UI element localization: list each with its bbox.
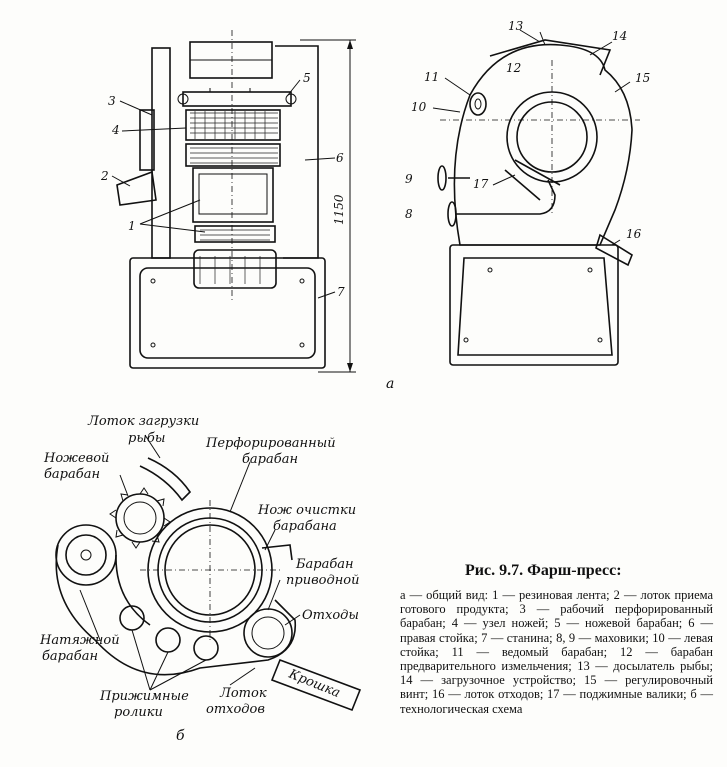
drive-drum-line2: приводной: [286, 573, 359, 588]
perforated-drum-line1: Перфорированный: [205, 436, 336, 451]
callout-15: 15: [635, 71, 650, 85]
drum-knife-line1: Нож очистки: [257, 503, 356, 518]
perforated-drum-line2: барабан: [242, 452, 298, 467]
waste-tray-line1: Лоток: [219, 686, 267, 701]
process-scheme: [55, 434, 362, 712]
drum-knife-line2: барабана: [273, 519, 337, 534]
callout-17: 17: [473, 177, 489, 191]
knife-drum-line2: барабан: [44, 467, 100, 482]
tension-drum-line1: Натяжной: [39, 633, 120, 648]
callout-7: 7: [337, 285, 345, 299]
press-rollers-line1: Прижимные: [99, 689, 189, 704]
dimension-1150: 1150: [332, 194, 346, 225]
callout-16: 16: [626, 227, 642, 241]
label-waste-tray: Лоток отходов: [206, 686, 271, 717]
scheme-labels: Лоток загрузки рыбы Перфорированный бара…: [39, 414, 360, 744]
callout-10: 10: [411, 100, 427, 114]
knife-drum-line1: Ножевой: [43, 451, 109, 466]
waste-tray-line2: отходов: [206, 702, 265, 717]
front-view: [111, 30, 356, 373]
callout-2: 2: [100, 169, 109, 183]
label-knife-drum: Ножевой барабан: [43, 451, 114, 482]
sublabel-a: а: [386, 376, 394, 392]
callout-9: 9: [405, 172, 413, 186]
callout-11: 11: [424, 70, 439, 84]
label-press-rollers: Прижимные ролики: [99, 689, 193, 720]
callout-13: 13: [508, 19, 524, 33]
caption-body: а — общий вид: 1 — резиновая лента; 2 — …: [400, 588, 713, 716]
callout-12: 12: [506, 61, 521, 75]
callouts-front: 1 2 3 5 6 7 1150: [100, 71, 346, 299]
callouts-side: 8 9 10 11 12 13 14 15 16 17 а: [386, 19, 650, 392]
drive-drum-line1: Барабан: [295, 557, 354, 572]
label-feed-tray: Лоток загрузки рыбы: [87, 414, 203, 446]
callout-6: 6: [336, 151, 344, 165]
sublabel-b: б: [176, 728, 185, 744]
press-rollers-line2: ролики: [114, 705, 163, 720]
label-waste: Отходы: [302, 608, 359, 623]
callout-3: 3: [108, 94, 116, 108]
label-drive-drum: Барабан приводной: [286, 557, 359, 588]
callout-4: 4: [111, 123, 120, 137]
label-tension-drum: Натяжной барабан: [39, 633, 124, 664]
feed-tray-line2: рыбы: [128, 431, 165, 446]
caption-title: Рис. 9.7. Фарш-пресс:: [465, 562, 622, 579]
tension-drum-line2: барабан: [42, 649, 98, 664]
callout-5: 5: [303, 71, 311, 85]
label-drum-knife: Нож очистки барабана: [257, 503, 360, 534]
label-perforated-drum: Перфорированный барабан: [205, 436, 340, 467]
side-view: [432, 29, 640, 366]
feed-tray-line1: Лоток загрузки: [87, 414, 199, 429]
callout-1: 1: [128, 219, 136, 233]
callout-14: 14: [612, 29, 627, 43]
callout-8: 8: [405, 207, 413, 221]
